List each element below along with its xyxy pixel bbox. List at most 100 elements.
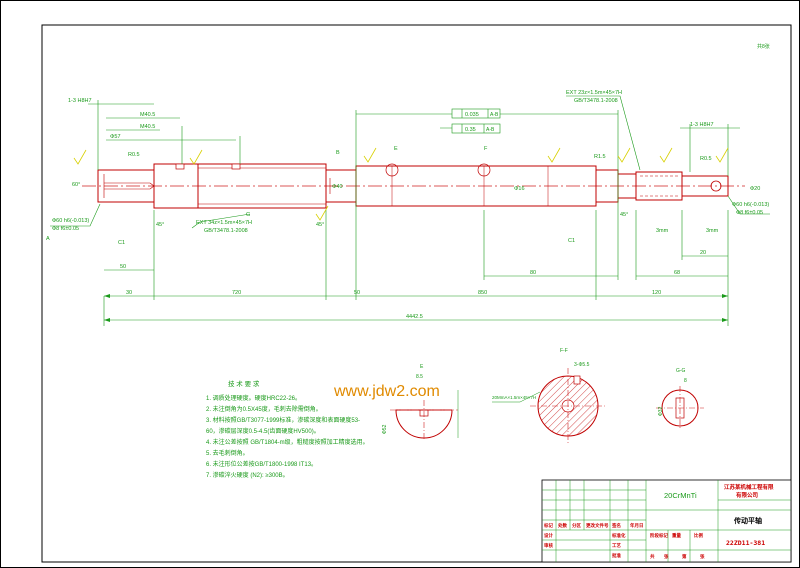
dia-left-dim: Φ57 (110, 134, 121, 140)
tb-approve: 批准 (612, 552, 621, 559)
datum-b-mark: B (336, 150, 340, 156)
section-e-dim: 8.5 (416, 374, 423, 380)
tb-sheet: 张 (700, 553, 705, 560)
tb-header-count: 处数 (557, 522, 567, 529)
dimension-arrows (104, 294, 728, 322)
sec-e-mark: E (394, 146, 398, 152)
tol-left1: Ф60 h6(-0.013) (52, 218, 89, 224)
ang45c-dim: 45° (620, 212, 628, 218)
tb-header-zone: 分区 (572, 522, 581, 529)
dimension-lines (50, 95, 770, 326)
datum-a-mark: A (46, 236, 50, 242)
section-view-f: F-F 3-Φ5.5 20MmA×1.5m×45×7H (492, 348, 606, 444)
tb-header-date: 年月日 (630, 522, 644, 529)
ang60-dim: 60° (72, 182, 80, 188)
note-2: 2. 未注倒角为0.5X45度，毛刺去除需倒角。 (206, 405, 322, 413)
drawing-name: 传动平轴 (733, 516, 762, 525)
seg3-dim: 50 (354, 290, 360, 296)
gtol-1-datum: A-B (490, 112, 499, 118)
ext-spline-bottom: EXT 34z×1.5m×45×7H (196, 220, 252, 226)
tb-process: 工艺 (612, 542, 621, 549)
tb-header-mark: 标记 (543, 522, 553, 529)
d68-dim: 68 (674, 270, 680, 276)
surface-finish-marks (73, 147, 729, 221)
run-right-dim: 1-3 H8H7 (690, 122, 714, 128)
note-7: 6. 未注形位公差按GB/T1800-1998 IT13。 (206, 460, 317, 468)
d20-dim: 20 (700, 250, 706, 256)
ang45-dim: 45° (156, 222, 164, 228)
tb-review: 审核 (544, 542, 553, 549)
gtol-1-value: 0.035 (465, 112, 479, 118)
tb-scale: 比例 (694, 532, 703, 539)
right-tol1: Ф60 h6(-0.013) (732, 202, 769, 208)
sheet-mark: 共8张 (757, 43, 770, 50)
tb-sheets: 张 (664, 553, 669, 560)
ang45b-dim: 45° (316, 222, 324, 228)
tb-design: 设计 (544, 532, 553, 539)
title-block: 20CrMnTi 江苏某机械工程有限 有限公司 传动平轴 22ZD11-381 … (541, 479, 792, 563)
section-mark-f-circle (477, 163, 491, 177)
section-f-dim: 3-Φ5.5 (574, 362, 590, 368)
dimension-texts: 4442.5 30 720 50 850 120 50 80 68 20 1-3… (46, 90, 769, 320)
seg5-dim: 120 (652, 290, 661, 296)
section-g-side: Ф32 (658, 406, 664, 416)
watermark-text: www.jdw2.com (333, 383, 440, 400)
ext-spline-top: EXT 23z×1.5m×45×7H (566, 90, 622, 96)
dia-top-dim: M40.5 (140, 112, 155, 118)
section-view-e: E 8.5 Ф52 (382, 364, 459, 440)
section-view-g: G-G 8 Ф32 (656, 368, 704, 430)
fr-b-dim: Φ16 (514, 186, 525, 192)
right-dim-a: 3mm (656, 228, 669, 234)
seg2-dim: 720 (232, 290, 241, 296)
run-left-dim: 1-3 H8H7 (68, 98, 92, 104)
note-1: 1. 调质处理硬度。硬度HRC22-26。 (206, 394, 301, 402)
section-f-label: F-F (560, 348, 568, 354)
note-3: 3. 材料按照GB/T3077-1999标准，渗碳深度和表面硬度53- (206, 416, 360, 424)
tb-number: 第 (682, 553, 687, 560)
d50-dim: 50 (120, 264, 126, 270)
company-line1: 江苏某机械工程有限 (724, 483, 774, 491)
section-g-label: G-G (676, 368, 686, 374)
gtol-2-value: 0.35 (465, 127, 476, 133)
fr-a-dim: Φ40 (332, 184, 343, 190)
note-6: 5. 去毛刺倒角。 (206, 449, 249, 457)
section-e-side: Ф52 (382, 424, 388, 434)
tol-left2: Ф8 f6±0.05 (52, 226, 79, 232)
tb-total: 共 (650, 553, 655, 560)
tb-weight: 重量 (672, 532, 681, 539)
ext-spline-top2: GB/T3478.1-2008 (574, 98, 618, 104)
right-tol3: Ф20 (750, 186, 760, 192)
technical-notes: 技 术 要 求 1. 调质处理硬度。硬度HRC22-26。 2. 未注倒角为0.… (206, 379, 369, 479)
note-8: 7. 渗碳淬火硬度 (N2): ≥300B。 (206, 471, 289, 479)
right-end (681, 175, 729, 197)
section-mark-e-circle (385, 163, 399, 177)
ext-spline-bottom2: GB/T3478.1-2008 (204, 228, 248, 234)
tb-header-change: 更改文件号 (586, 522, 609, 529)
material-label: 20CrMnTi (664, 491, 697, 500)
tb-header-sign: 签名 (611, 522, 621, 529)
note-5: 4. 未注公差按照 GB/T1804-m级，粗糙度按照加工精度选用。 (206, 438, 369, 446)
gtol-frames: 0.035 A-B 0.35 A-B (451, 108, 501, 134)
right-end-hole (710, 180, 722, 192)
drawing-frame (41, 24, 792, 563)
right-dim-b: 3mm (706, 228, 719, 234)
sec-f-mark: F (484, 146, 488, 152)
tb-standard: 标准化 (611, 532, 626, 539)
company-line2: 有限公司 (736, 491, 758, 499)
seg1-dim: 30 (126, 290, 132, 296)
c1b-dim: C1 (568, 238, 575, 244)
sec-g-mark: G (246, 212, 250, 218)
r05b-dim: R0.5 (700, 156, 712, 162)
total-length-dim: 4442.5 (406, 314, 423, 320)
c1-dim: C1 (118, 240, 125, 246)
r15-dim: R1.5 (594, 154, 606, 160)
note-4: 60，渗碳层深度0.5-4.5(齿面硬度HV500)。 (206, 427, 320, 435)
shaft-elevation (82, 163, 745, 209)
dia-2-dim: M40.5 (140, 124, 155, 130)
drawing-number: 22ZD11-381 (726, 539, 765, 547)
notes-heading: 技 术 要 求 (228, 379, 260, 388)
section-g-dim: 8 (684, 378, 687, 384)
section-e-label: E (420, 364, 424, 370)
